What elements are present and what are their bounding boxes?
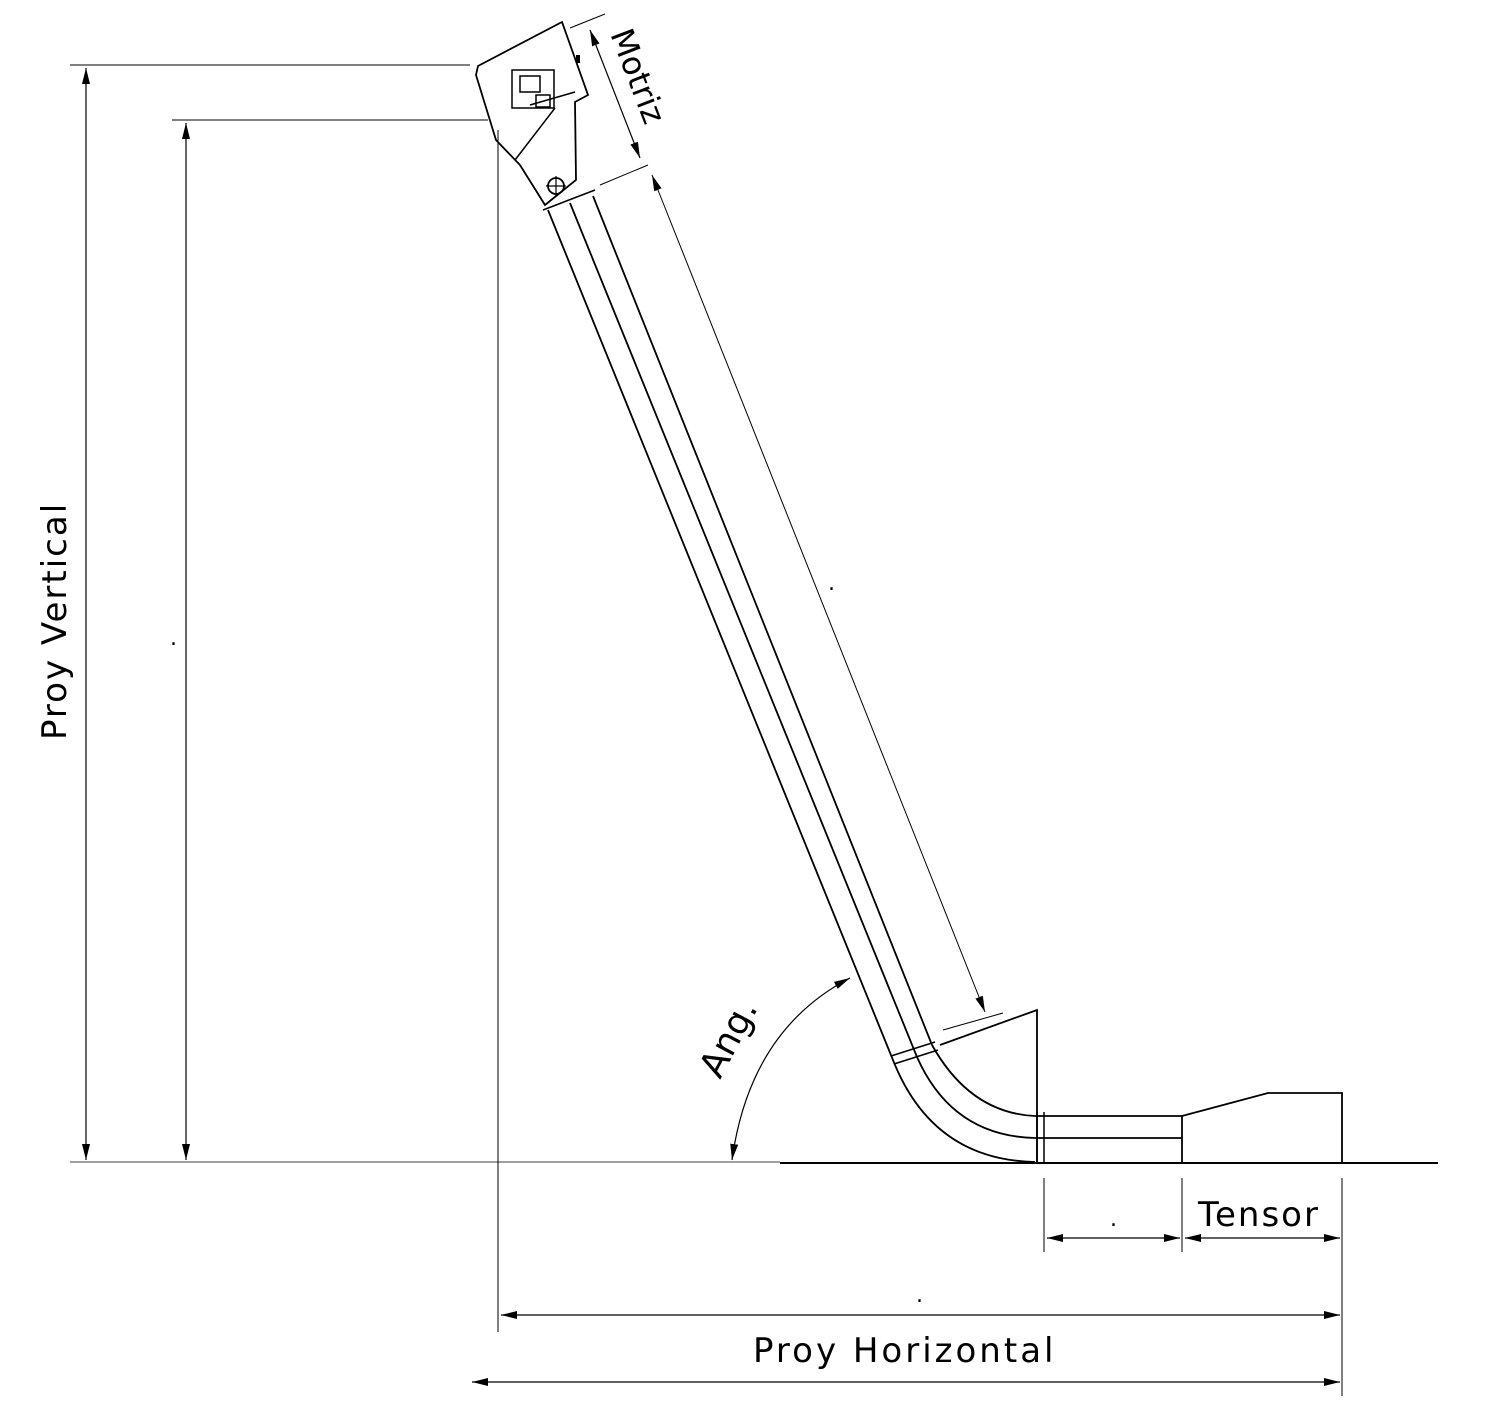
tensor-label: Tensor [1197,1195,1320,1235]
motor-head-small-box [535,94,551,108]
motor-head [475,20,590,207]
motor-head-outline [475,20,590,207]
tensor-housing [1181,1092,1343,1163]
conveyor-inner-line [592,195,1036,1117]
motor-head-mark [576,55,580,63]
horizontal-value: . [916,1283,923,1308]
motriz-extension-bottom [599,164,649,186]
inner-vertical-value: . [170,626,177,651]
horizontal-section-value: . [1110,1207,1117,1232]
motor-head-inner-box [519,75,541,93]
motriz-dimension-line [589,29,641,159]
lower-bend-support [939,1008,1038,1163]
incline-joint-upper [542,189,596,211]
motriz-label: Motriz [603,23,674,129]
incline-joint-lower-2 [893,1049,939,1065]
proy-vertical-label: Proy Vertical [35,502,75,740]
proy-horizontal-label: Proy Horizontal [753,1331,1056,1371]
motriz-extension-top [569,13,606,29]
motor-head-diagonal [514,107,556,161]
angle-arc [730,977,851,1161]
lower-bend-extension [942,1012,1004,1031]
motor-head-box [511,69,555,109]
inclined-length-dimension-line [651,174,986,1013]
incline-joint-lower-1 [890,1041,936,1057]
conveyor-middle-line [569,202,1036,1139]
inclined-length-value: . [828,571,835,596]
conveyor-outer-line [547,209,1036,1163]
motor-head-bar [529,91,576,106]
angle-label: Ang. [692,993,767,1084]
